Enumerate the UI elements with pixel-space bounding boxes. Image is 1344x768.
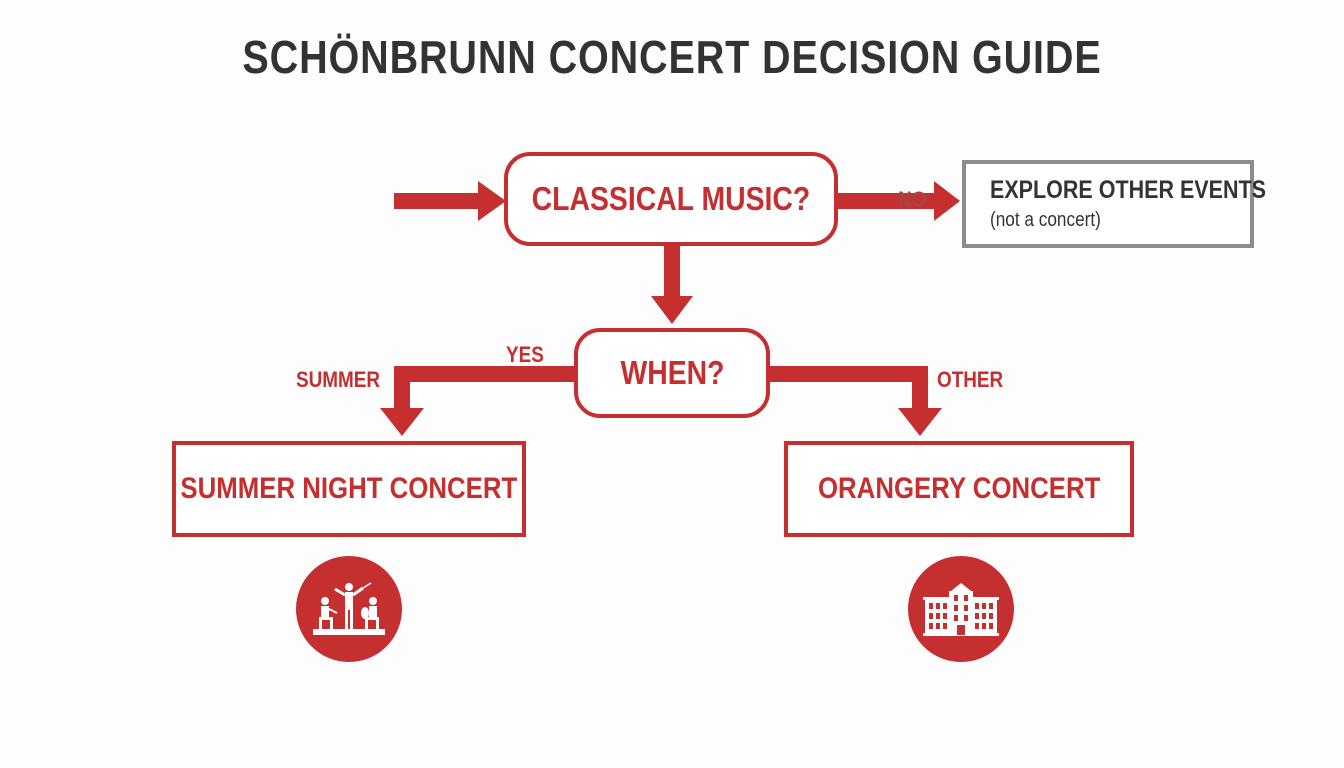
summer-night-concert-label: SUMMER NIGHT CONCERT <box>180 472 518 505</box>
no-arrow-shaft <box>836 193 938 209</box>
when-label: WHEN? <box>619 354 725 391</box>
explore-other-events-box: EXPLORE OTHER EVENTS (not a concert) <box>962 160 1266 248</box>
explore-subtitle: (not a concert) <box>990 209 1101 231</box>
edge-label-yes: YES <box>506 342 544 367</box>
orangery-concert-box: ORANGERY CONCERT <box>784 441 1134 537</box>
classical-music-decision: CLASSICAL MUSIC? <box>504 152 838 246</box>
yes-arrow-head <box>651 296 693 324</box>
summer-night-concert-box: SUMMER NIGHT CONCERT <box>172 441 526 537</box>
edge-label-no: NO <box>898 187 927 212</box>
palace-glyph <box>923 583 999 636</box>
other-arrow-shaft-v <box>912 366 928 410</box>
palace-building-icon <box>908 556 1014 662</box>
summer-arrow-shaft-h <box>394 366 576 382</box>
when-decision: WHEN? <box>574 328 770 418</box>
entry-arrow-shaft <box>394 193 480 209</box>
other-arrow-shaft-h <box>768 366 928 382</box>
edge-label-summer: SUMMER <box>296 367 381 392</box>
edge-label-other: OTHER <box>937 367 1004 392</box>
page-title: SCHÖNBRUNN CONCERT DECISION GUIDE <box>242 31 1102 83</box>
orchestra-glyph <box>313 582 385 635</box>
summer-arrow-shaft-v <box>394 366 410 410</box>
no-arrow-head <box>934 181 960 221</box>
orangery-concert-label: ORANGERY CONCERT <box>817 472 1101 505</box>
summer-arrow-head <box>380 408 424 436</box>
entry-arrow-head <box>478 181 506 221</box>
classical-music-label: CLASSICAL MUSIC? <box>531 180 811 217</box>
explore-title: EXPLORE OTHER EVENTS <box>990 176 1266 204</box>
other-arrow-head <box>898 408 942 436</box>
yes-arrow-shaft <box>664 246 680 298</box>
orchestra-icon <box>296 556 402 662</box>
